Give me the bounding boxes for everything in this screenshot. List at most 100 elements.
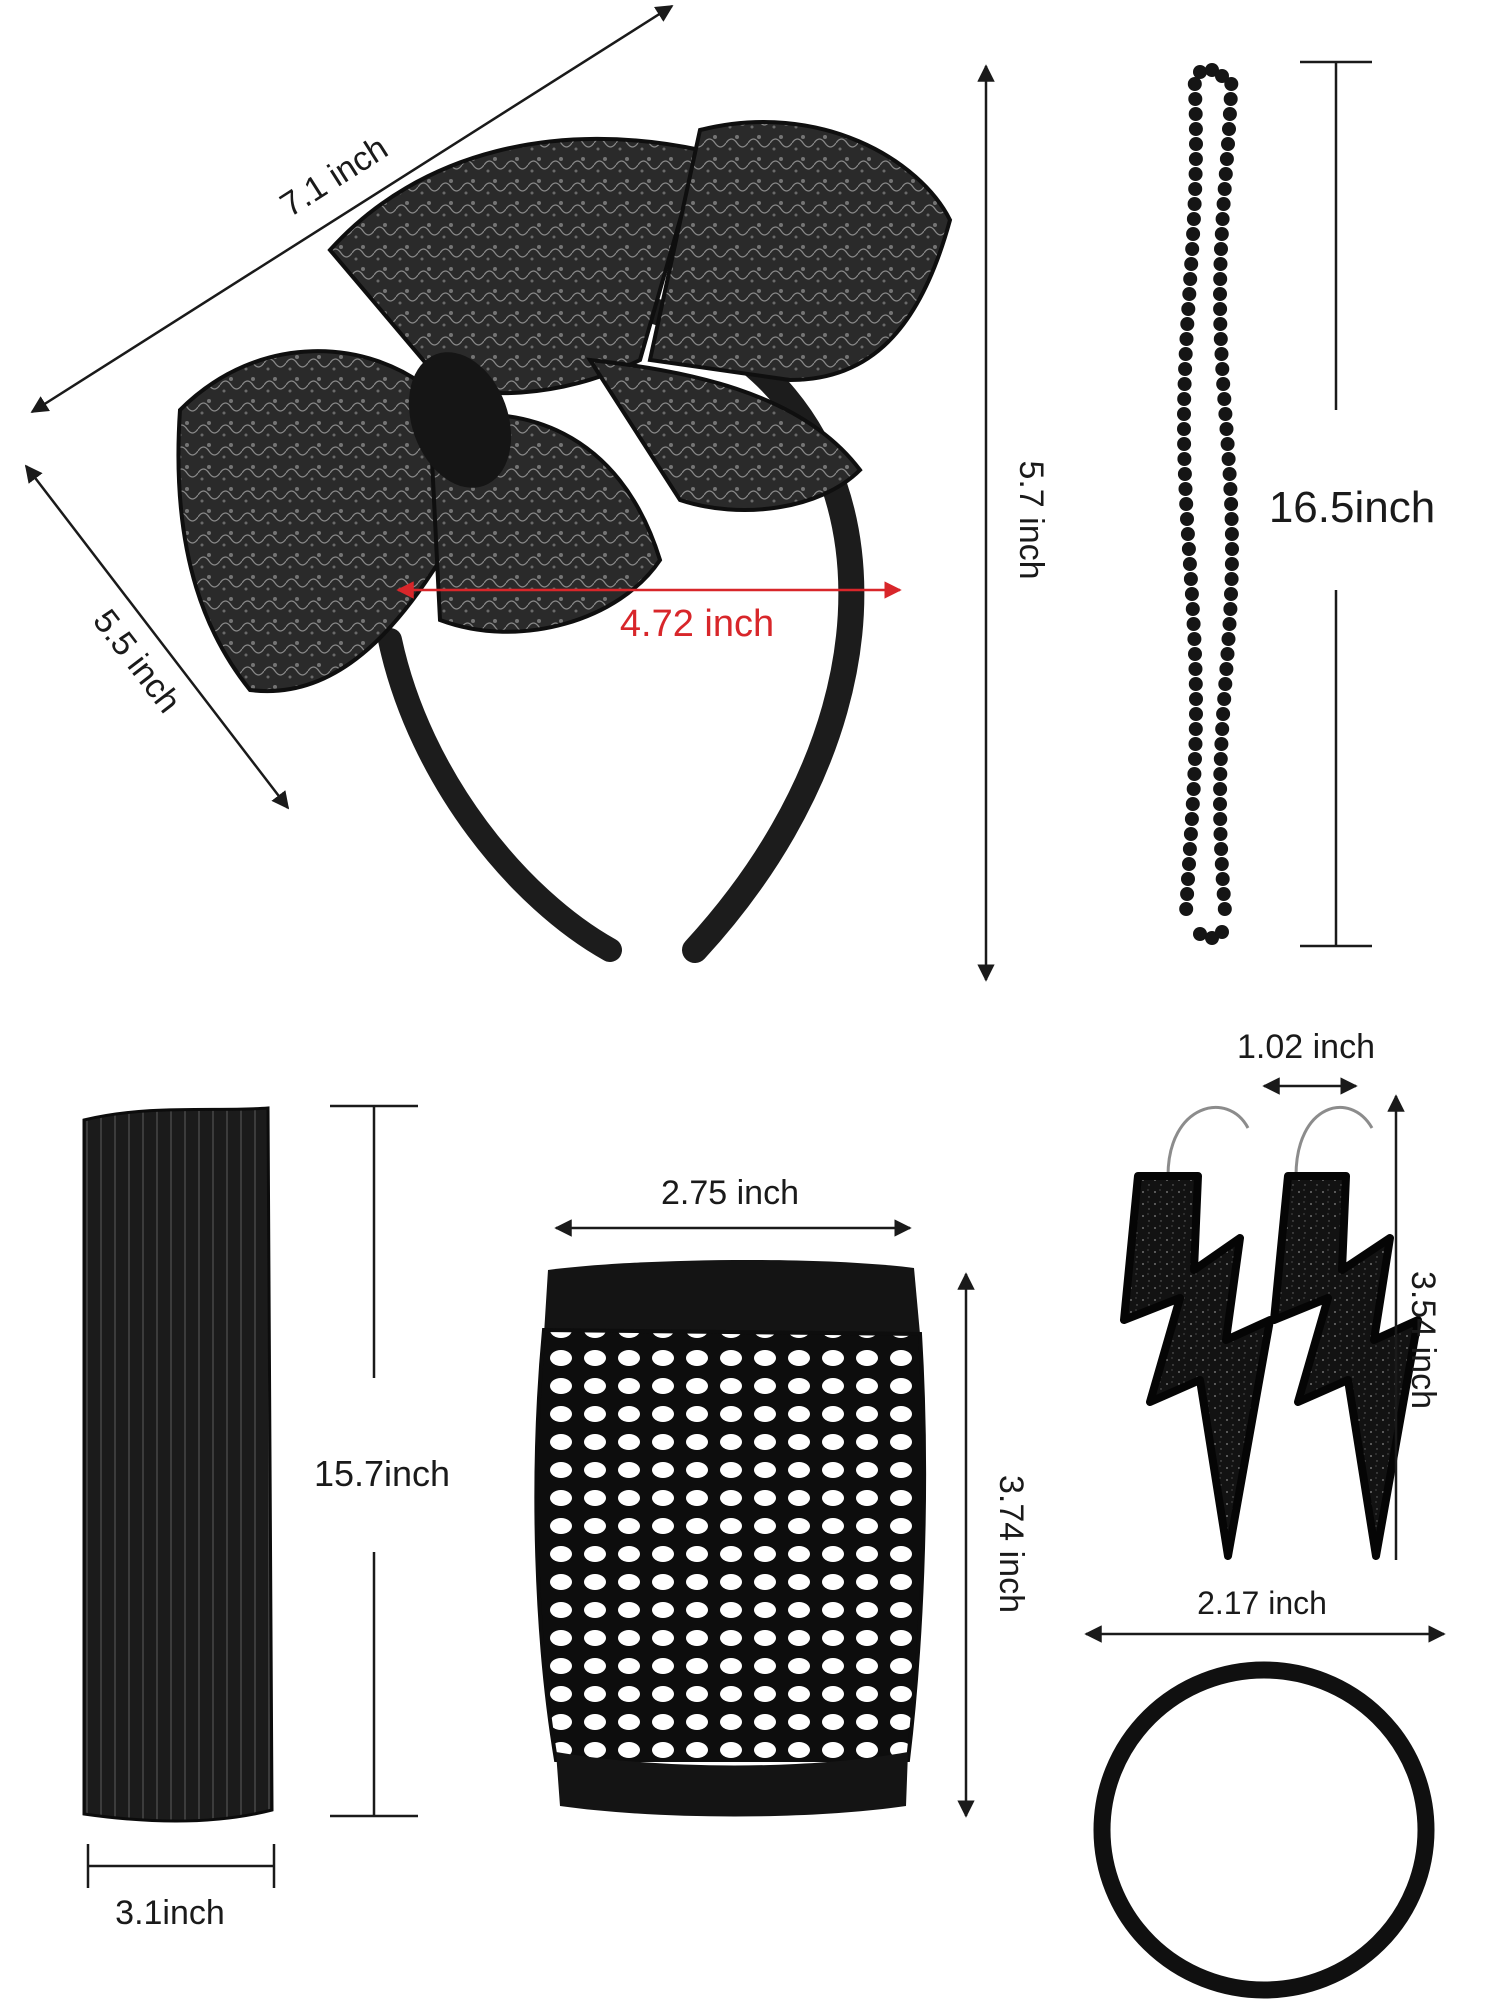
headband-group: 7.1 inch 5.5 inch 5.7 inch 4.72 inch — [24, 4, 1050, 982]
necklace-bead — [1185, 242, 1200, 256]
necklace-bead — [1179, 332, 1194, 346]
necklace-bead — [1187, 197, 1202, 211]
rubber-bangle-bracelet — [1093, 1661, 1435, 1999]
necklace-bead — [1213, 827, 1228, 841]
necklace-bead — [1189, 692, 1203, 706]
necklace-bead — [1193, 65, 1207, 79]
necklace-bead — [1222, 122, 1236, 136]
necklace-bead — [1219, 152, 1234, 166]
necklace-bead — [1216, 197, 1231, 211]
necklace-bead — [1182, 857, 1196, 871]
bracelet-diameter-label: 2.17 inch — [1197, 1585, 1327, 1621]
necklace-bead — [1185, 797, 1200, 811]
leg-warmer-group: 15.7inch 3.1inch — [82, 1104, 450, 1932]
necklace-bead — [1215, 872, 1230, 886]
necklace-bead — [1177, 452, 1192, 466]
necklace-bead — [1186, 212, 1201, 226]
necklace-bead — [1177, 467, 1192, 481]
necklace-bead — [1188, 92, 1203, 106]
necklace-bead — [1188, 662, 1203, 676]
glove-width-label: 2.75 inch — [661, 1174, 799, 1212]
necklace-bead — [1224, 512, 1239, 526]
necklace-bead — [1177, 377, 1192, 391]
necklace-bead — [1187, 767, 1202, 781]
necklace-bead — [1216, 707, 1231, 721]
necklace-length-label: 16.5inch — [1269, 483, 1435, 532]
necklace-bead — [1224, 572, 1239, 586]
necklace-bead — [1221, 137, 1235, 151]
necklace-bead — [1219, 662, 1234, 676]
necklace-bead — [1216, 887, 1231, 901]
necklace-bead — [1220, 647, 1235, 661]
necklace-bead — [1218, 677, 1233, 691]
necklace-bead — [1182, 557, 1197, 571]
necklace-bead — [1221, 452, 1236, 466]
necklace-bead — [1214, 227, 1229, 241]
necklace-bead — [1187, 77, 1202, 91]
necklace-bead — [1215, 925, 1229, 939]
necklace-bead — [1182, 842, 1197, 856]
leg-warmer-length-label: 15.7inch — [314, 1453, 450, 1494]
necklace-bead — [1225, 542, 1239, 556]
necklace-bead — [1213, 272, 1228, 286]
necklace-bead — [1189, 707, 1203, 721]
necklace-bead — [1188, 752, 1202, 766]
necklace-bead — [1218, 407, 1233, 421]
necklace-bead — [1214, 842, 1229, 856]
necklace-bead — [1215, 69, 1229, 83]
necklace-bead — [1181, 302, 1196, 316]
necklace-bead — [1221, 632, 1236, 646]
necklace-bead — [1188, 167, 1203, 181]
necklace-bead — [1224, 587, 1238, 601]
headband-height-label: 5.7 inch — [1012, 460, 1050, 579]
necklace-bead — [1183, 272, 1198, 286]
necklace-bead — [1214, 857, 1229, 871]
necklace-bead — [1219, 422, 1234, 436]
lightning-bolt-earrings — [1120, 1105, 1422, 1560]
necklace-bead — [1188, 122, 1203, 136]
necklace-bead — [1186, 227, 1201, 241]
necklace-bead — [1177, 437, 1192, 451]
necklace-bead — [1188, 107, 1203, 121]
necklace-bead — [1215, 212, 1230, 226]
leg-warmer-width-label: 3.1inch — [115, 1894, 225, 1932]
necklace-bead — [1185, 602, 1200, 616]
necklace-bead — [1183, 572, 1198, 586]
necklace-bead — [1217, 692, 1232, 706]
necklace-bead — [1215, 722, 1230, 736]
necklace-bead — [1223, 92, 1238, 106]
necklace-bead — [1180, 317, 1195, 331]
necklace-bead — [1188, 722, 1203, 736]
necklace-bead — [1177, 392, 1192, 406]
necklace-bead — [1177, 407, 1191, 421]
glove-height-label: 3.74 inch — [992, 1475, 1030, 1613]
necklace-bead — [1213, 812, 1228, 826]
necklace-bead — [1180, 512, 1194, 526]
necklace-bead — [1188, 677, 1203, 691]
earring-height-label: 3.54 inch — [1404, 1271, 1442, 1409]
necklace-bead — [1188, 647, 1202, 661]
necklace-bead — [1223, 602, 1238, 616]
necklace-bead — [1224, 497, 1239, 511]
necklace-group: 16.5inch — [1177, 60, 1435, 948]
necklace-bead — [1218, 167, 1233, 181]
necklace-bead — [1186, 782, 1201, 796]
necklace-bead — [1214, 242, 1228, 256]
necklace-bead — [1184, 257, 1199, 271]
necklace-bead — [1217, 392, 1232, 406]
headband-width-line — [24, 464, 290, 810]
necklace-bead — [1224, 77, 1239, 91]
necklace-bead — [1179, 497, 1194, 511]
necklace-bead — [1213, 302, 1228, 316]
necklace-bead — [1213, 287, 1227, 301]
necklace-bead — [1184, 812, 1199, 826]
necklace-bead — [1213, 797, 1227, 811]
necklace-bead — [1213, 767, 1228, 781]
necklace-bead — [1186, 617, 1201, 631]
necklace-bead — [1184, 587, 1199, 601]
necklace-bead — [1178, 347, 1193, 361]
ribbed-leg-warmer — [82, 1106, 274, 1823]
necklace-bead — [1222, 467, 1237, 481]
necklace-bead — [1181, 542, 1196, 556]
